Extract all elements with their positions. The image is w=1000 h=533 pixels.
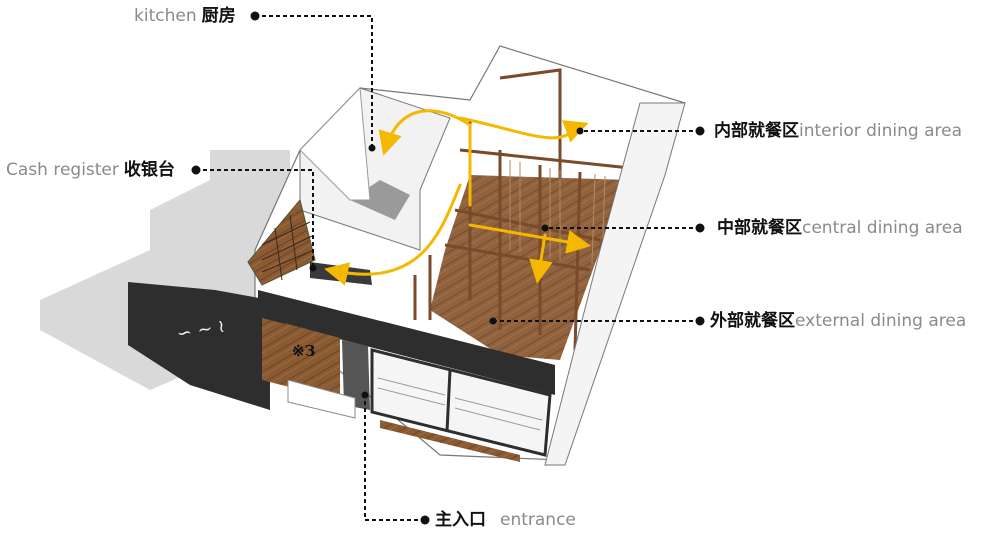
leader-kitchen bbox=[255, 15, 373, 148]
label-kitchen-cn: 厨房 bbox=[201, 6, 236, 26]
label-central-dining-cn: 中部就餐区 bbox=[717, 218, 802, 238]
label-entrance-cn: 主入口 bbox=[435, 510, 486, 530]
step-left bbox=[287, 379, 356, 419]
label-interior-dining: 内部就餐区interior dining area bbox=[714, 121, 962, 141]
cashier-shelf bbox=[247, 198, 316, 286]
partition-slats bbox=[509, 160, 606, 267]
leader-lines bbox=[196, 15, 700, 521]
flow-to-central bbox=[468, 223, 591, 254]
label-central-dining: 中部就餐区central dining area bbox=[717, 218, 963, 238]
front-window bbox=[370, 348, 552, 457]
leader-entrance bbox=[364, 395, 425, 521]
kitchen-wall-inner bbox=[299, 86, 371, 201]
right-wall bbox=[544, 102, 686, 466]
label-cash-register-cn: 收银台 bbox=[123, 160, 175, 180]
signage-block bbox=[128, 282, 270, 410]
label-external-dining: 外部就餐区external dining area bbox=[710, 311, 966, 331]
label-interior-dining-en: interior dining area bbox=[799, 121, 963, 141]
label-entrance: 主入口 entrance bbox=[435, 510, 576, 530]
flow-to-cashier bbox=[324, 183, 462, 286]
flow-to-external bbox=[529, 233, 553, 284]
label-interior-dining-cn: 内部就餐区 bbox=[714, 121, 799, 141]
label-external-dining-cn: 外部就餐区 bbox=[710, 311, 795, 331]
facade-logo: ※З bbox=[292, 342, 315, 360]
label-central-dining-en: central dining area bbox=[802, 218, 963, 238]
step-right bbox=[380, 420, 520, 462]
leader-dots bbox=[191, 11, 705, 525]
label-kitchen-en: kitchen bbox=[134, 6, 197, 26]
circulation-arrows bbox=[324, 109, 591, 286]
label-external-dining-en: external dining area bbox=[795, 311, 967, 331]
flow-to-interior bbox=[458, 116, 589, 143]
leader-cash bbox=[196, 169, 314, 268]
label-entrance-en: entrance bbox=[500, 510, 576, 530]
label-cash-register-en: Cash register bbox=[6, 160, 119, 180]
facade-wood-mid bbox=[285, 323, 340, 365]
facade-top bbox=[258, 290, 555, 395]
